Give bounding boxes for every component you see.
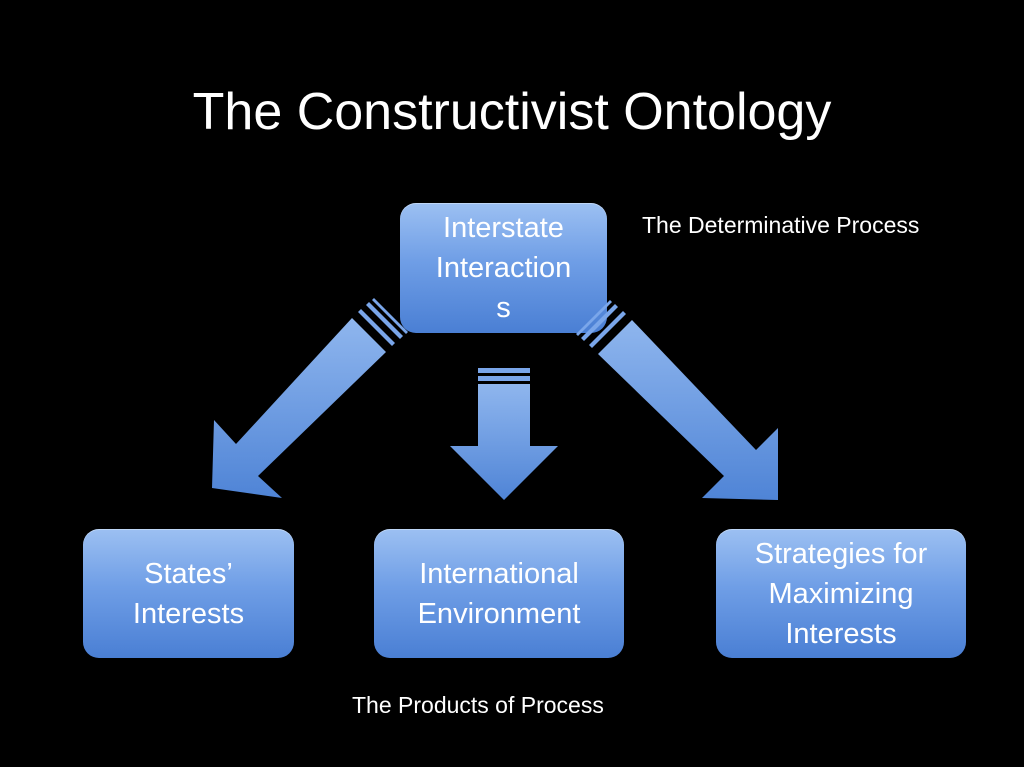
node-interstate-interactions-text: Interstate Interaction s bbox=[435, 212, 572, 324]
arrow-to-states-interests bbox=[212, 298, 408, 498]
node-states-interests: States’ Interests bbox=[83, 529, 294, 658]
node-interstate-interactions: Interstate Interaction s bbox=[400, 203, 607, 333]
slide-title: The Constructivist Ontology bbox=[192, 83, 832, 141]
node-international-environment-text: International Environment bbox=[417, 557, 581, 630]
node-strategies-text: Strategies for Maximizing Interests bbox=[754, 537, 928, 650]
node-international-environment: International Environment bbox=[374, 529, 624, 658]
arrow-to-strategies bbox=[576, 300, 778, 500]
node-states-interests-text: States’ Interests bbox=[132, 557, 245, 630]
products-of-process-label: The Products of Process bbox=[352, 692, 604, 718]
node-strategies: Strategies for Maximizing Interests bbox=[716, 529, 966, 658]
determinative-process-label: The Determinative Process bbox=[642, 212, 920, 238]
arrow-to-international-environment bbox=[450, 368, 558, 500]
